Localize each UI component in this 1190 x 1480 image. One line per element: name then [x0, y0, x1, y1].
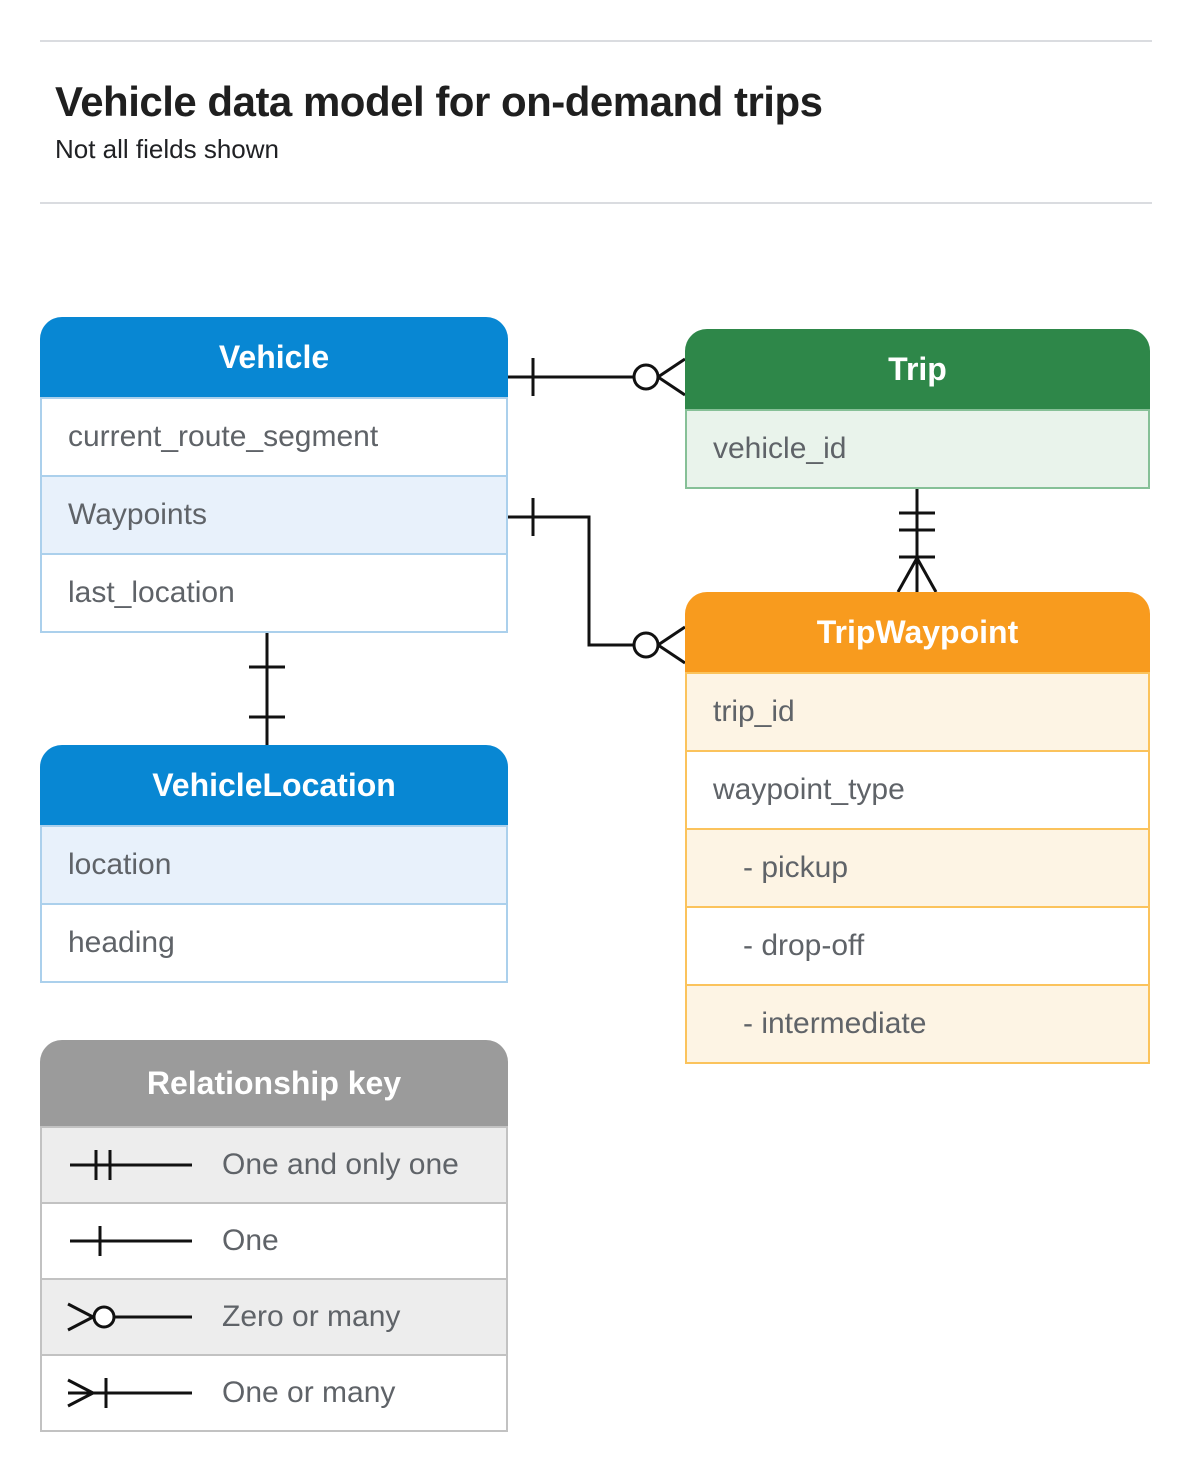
field-row: last_location [40, 553, 508, 633]
entity-trip-title: Trip [685, 329, 1150, 409]
field-row: Waypoints [40, 475, 508, 555]
field-row: trip_id [685, 672, 1150, 752]
legend-row: Zero or many [40, 1278, 508, 1356]
legend-row: One and only one [40, 1126, 508, 1204]
top-divider [40, 40, 1152, 42]
page-title: Vehicle data model for on-demand trips [55, 78, 823, 125]
field-row: location [40, 825, 508, 905]
zero-or-many-symbol [67, 1302, 192, 1332]
field-row: - pickup [685, 828, 1150, 908]
field-row: heading [40, 903, 508, 983]
entity-tripwaypoint: TripWaypoint trip_id waypoint_type - pic… [685, 592, 1150, 1064]
legend-row: One or many [40, 1354, 508, 1432]
legend-label: Zero or many [222, 1300, 401, 1333]
waypoints-tripwaypoint-connector [508, 498, 686, 665]
field-row: waypoint_type [685, 750, 1150, 830]
field-row: current_route_segment [40, 397, 508, 477]
legend-label: One [222, 1224, 279, 1257]
relationship-key: Relationship key One and only one One [40, 1040, 508, 1432]
trip-tripwaypoint-connector [896, 485, 938, 593]
entity-vehiclelocation: VehicleLocation location heading [40, 745, 508, 983]
vehicle-vehiclelocation-connector [249, 630, 285, 745]
relationship-key-title: Relationship key [40, 1040, 508, 1126]
field-row: - intermediate [685, 984, 1150, 1064]
field-row: vehicle_id [685, 409, 1150, 489]
entity-vehiclelocation-title: VehicleLocation [40, 745, 508, 825]
header-divider [40, 202, 1152, 204]
entity-vehicle: Vehicle current_route_segment Waypoints … [40, 317, 508, 633]
vehicle-trip-connector [508, 357, 686, 397]
entity-tripwaypoint-title: TripWaypoint [685, 592, 1150, 672]
field-row: - drop-off [685, 906, 1150, 986]
entity-vehicle-title: Vehicle [40, 317, 508, 397]
one-symbol [70, 1226, 192, 1256]
one-and-only-one-symbol [70, 1150, 192, 1180]
legend-label: One or many [222, 1376, 396, 1409]
legend-row: One [40, 1202, 508, 1280]
entity-trip: Trip vehicle_id [685, 329, 1150, 489]
page-subtitle: Not all fields shown [55, 134, 279, 164]
one-or-many-symbol [67, 1378, 192, 1408]
legend-label: One and only one [222, 1148, 459, 1181]
